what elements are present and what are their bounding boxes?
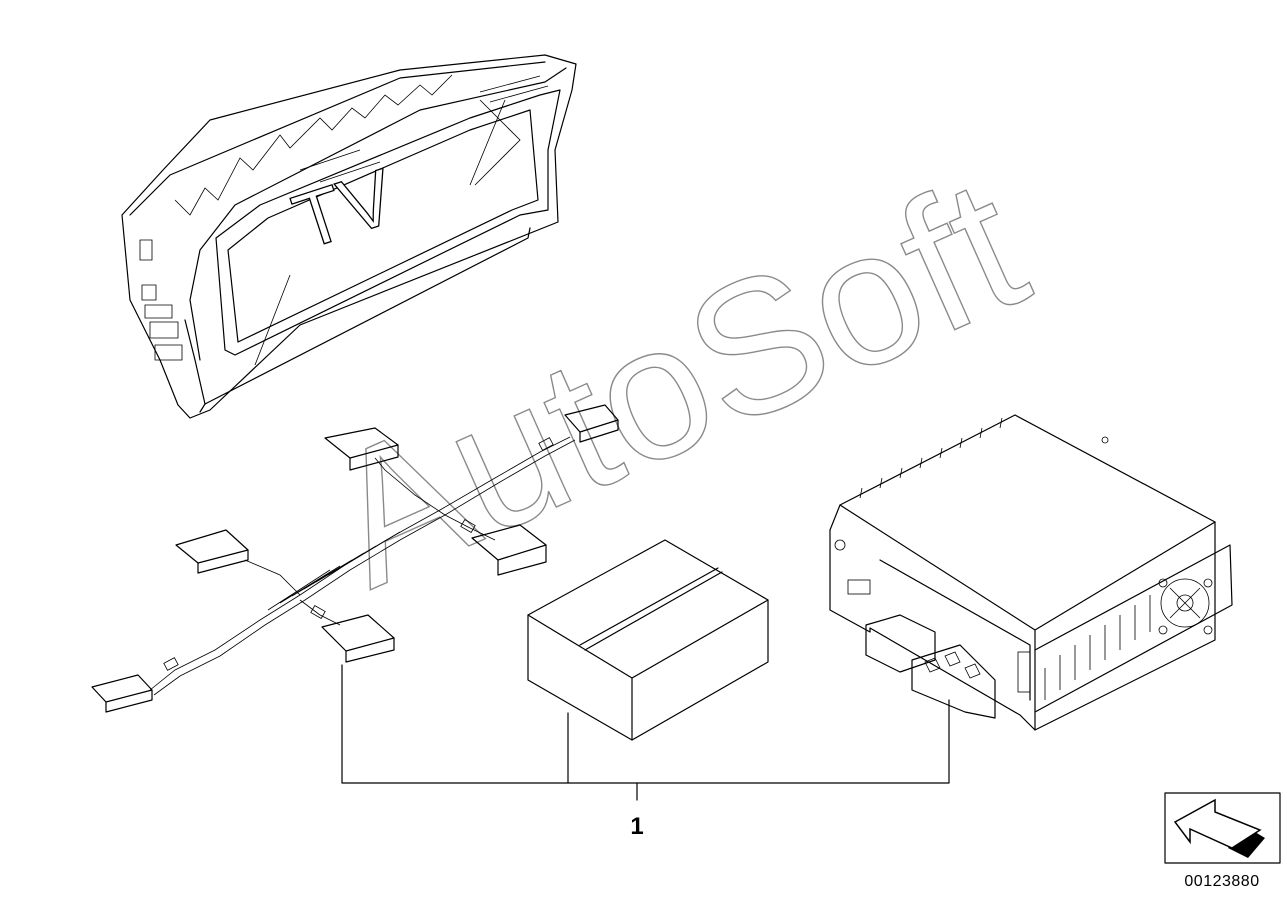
callout-number-1: 1: [630, 813, 643, 840]
wiring-harness: [91, 404, 619, 713]
electronic-module: [829, 414, 1233, 731]
catalog-code: 00123880: [1184, 873, 1259, 890]
package-box: [527, 539, 769, 741]
arrow-orientation-icon: [1164, 792, 1281, 864]
watermark-text: AutoSoft: [300, 137, 1052, 627]
screen-text: TV: [283, 152, 405, 266]
watermark: AutoSoft: [300, 137, 1053, 629]
callout-leaders: [341, 664, 950, 801]
